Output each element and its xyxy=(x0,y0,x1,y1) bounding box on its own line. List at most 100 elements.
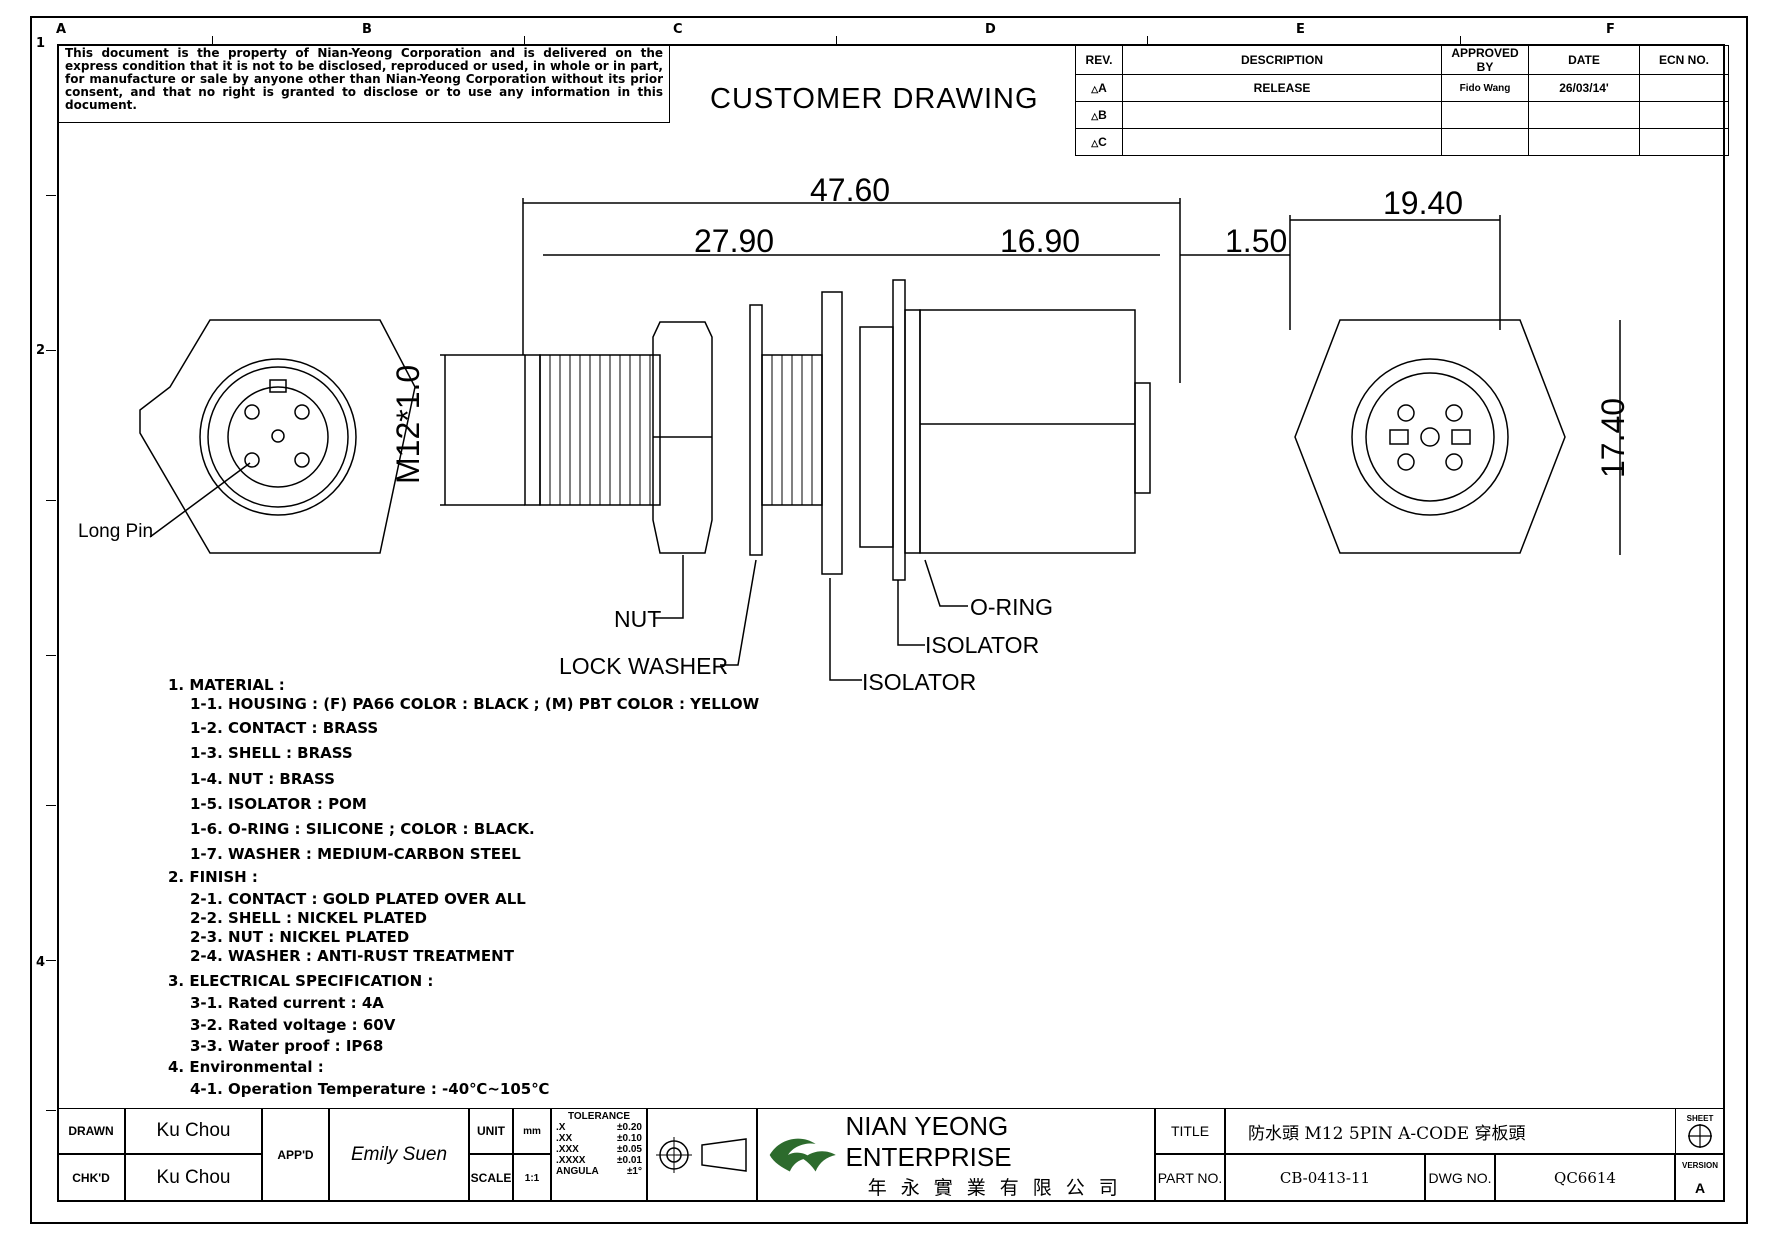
tolerance-key: .XXX xyxy=(556,1144,579,1155)
zone-number-1: 1 xyxy=(36,36,46,51)
revision-table: REV. DESCRIPTION APPROVED BY DATE ECN NO… xyxy=(1075,45,1729,156)
hex-nut xyxy=(652,321,713,554)
zone-tick xyxy=(1147,36,1148,44)
socket-contact xyxy=(1445,404,1463,422)
isolator-leader-upper xyxy=(897,580,925,646)
tolerance-row: .XXX ±0.05 xyxy=(556,1144,642,1155)
note-line: 2-3. NUT : NICKEL PLATED xyxy=(190,928,410,946)
isolator-leader-lower xyxy=(829,578,862,681)
center-pin xyxy=(271,429,285,443)
socket-slot xyxy=(1451,429,1471,445)
approved-cell xyxy=(1441,128,1529,156)
ecn-header: ECN NO. xyxy=(1639,45,1729,75)
checked-value: Ku Chou xyxy=(125,1154,262,1202)
third-angle-projection-icon xyxy=(656,1137,747,1173)
title-value: 防水頭 M12 5PIN A-CODE 穿板頭 xyxy=(1225,1108,1725,1154)
tolerance-key: .XXXX xyxy=(556,1155,586,1166)
revision-row: △B xyxy=(1075,101,1729,129)
tolerance-row: ANGULA±1° xyxy=(556,1166,642,1177)
dwg-no-label: DWG NO. xyxy=(1425,1154,1495,1202)
note-line: 4-1. Operation Temperature : -40℃~105℃ xyxy=(190,1080,550,1098)
tolerance-row: .XX ±0.10 xyxy=(556,1133,642,1144)
zone-tick xyxy=(46,1110,56,1111)
dwg-no-value: QC6614 xyxy=(1495,1154,1675,1202)
tolerance-value: ±0.10 xyxy=(617,1133,642,1144)
zone-tick xyxy=(1460,36,1461,44)
socket-contact xyxy=(1397,404,1415,422)
lock-washer-leader xyxy=(720,559,757,666)
dim-thread-text: M12*1.0 xyxy=(390,364,426,484)
rear-stub xyxy=(1134,382,1151,494)
note-line: 1-5. ISOLATOR : POM xyxy=(190,795,367,813)
note-line: 3-1. Rated current : 4A xyxy=(190,994,384,1012)
approved-cell: Fido Wang xyxy=(1441,74,1529,102)
note-line: 1-3. SHELL : BRASS xyxy=(190,744,353,762)
shell-outer-ring xyxy=(199,358,357,516)
pin-contact xyxy=(244,404,260,420)
hex-outline-rear xyxy=(1294,319,1566,554)
projection-symbol xyxy=(647,1108,757,1202)
pin-contact xyxy=(244,452,260,468)
revision-row: △A RELEASE Fido Wang 26/03/14' xyxy=(1075,74,1729,102)
tolerance-value: ±0.05 xyxy=(617,1144,642,1155)
company-name-en: NIAN YEONG ENTERPRISE xyxy=(845,1110,1012,1172)
note-line: 2. FINISH : xyxy=(168,868,258,886)
note-line: 3. ELECTRICAL SPECIFICATION : xyxy=(168,972,434,990)
tolerance-title: TOLERANCE xyxy=(567,1111,631,1122)
note-line: 1-4. NUT : BRASS xyxy=(190,770,335,788)
zone-letter-d: D xyxy=(985,22,996,37)
insert-ring xyxy=(227,386,329,488)
note-line: 1-7. WASHER : MEDIUM-CARBON STEEL xyxy=(190,845,521,863)
zone-tick xyxy=(524,36,525,44)
rev-cell: △B xyxy=(1075,101,1123,129)
zone-tick xyxy=(46,655,56,656)
title-block: DRAWN Ku Chou CHK'D Ku Chou APP'D Emily … xyxy=(57,1108,1725,1202)
rev-letter: B xyxy=(1098,108,1107,122)
flange xyxy=(892,279,906,581)
tolerance-value: ±0.01 xyxy=(617,1155,642,1166)
note-line: 2-2. SHELL : NICKEL PLATED xyxy=(190,909,427,927)
part-no-value: CB-0413-11 xyxy=(1225,1154,1425,1202)
nut-leader xyxy=(655,555,684,619)
long-pin-leader xyxy=(149,462,251,538)
rev-triangle-icon: △ xyxy=(1091,111,1099,121)
lock-washer xyxy=(749,304,763,556)
rear-view xyxy=(1294,319,1566,554)
tolerance-value: ±0.20 xyxy=(617,1122,642,1133)
tolerance-row: .X±0.20 xyxy=(556,1122,642,1133)
rear-outer-ring xyxy=(1351,358,1509,516)
note-line: 1-1. HOUSING : (F) PA66 COLOR : BLACK ; … xyxy=(190,695,760,713)
thread-hatching xyxy=(549,355,651,505)
zone-tick xyxy=(46,805,56,806)
note-line: 2-4. WASHER : ANTI-RUST TREATMENT xyxy=(190,947,514,965)
revision-header-row: REV. DESCRIPTION APPROVED BY DATE ECN NO… xyxy=(1075,45,1729,75)
tolerance-key: .XX xyxy=(556,1133,573,1144)
isolator-body xyxy=(859,326,894,548)
note-line: 1. MATERIAL : xyxy=(168,676,285,694)
dimension-lines xyxy=(440,198,1621,555)
drawing-sheet xyxy=(30,16,1748,1224)
shell-inner-ring xyxy=(207,366,349,508)
isolator-label-lower: ISOLATOR xyxy=(862,669,977,695)
housing-body xyxy=(919,309,1136,554)
drawn-label: DRAWN xyxy=(57,1108,125,1154)
zone-tick xyxy=(46,500,56,501)
checked-label: CHK'D xyxy=(57,1154,125,1202)
company-name-block: NIAN YEONG ENTERPRISE 年永實業有限公司 xyxy=(845,1111,1154,1200)
dim-right-height-text: 17.40 xyxy=(1595,397,1631,478)
note-line: 1-2. CONTACT : BRASS xyxy=(190,719,379,737)
side-view xyxy=(524,279,1151,681)
tolerance-row: .XXXX ±0.01 xyxy=(556,1155,642,1166)
scale-value: 1:1 xyxy=(513,1154,551,1202)
part-no-label: PART NO. xyxy=(1155,1154,1225,1202)
crosshair-icon xyxy=(1688,1123,1712,1148)
dim-body-text: 16.90 xyxy=(1000,223,1081,259)
tolerance-value: ±1° xyxy=(626,1166,642,1177)
ecn-cell xyxy=(1639,101,1729,129)
dim-front-text: 27.90 xyxy=(694,223,775,259)
ecn-cell xyxy=(1639,74,1729,102)
zone-letter-c: C xyxy=(673,22,683,37)
o-ring-label: O-RING xyxy=(970,594,1054,620)
version-label: VERSION xyxy=(1681,1160,1718,1170)
